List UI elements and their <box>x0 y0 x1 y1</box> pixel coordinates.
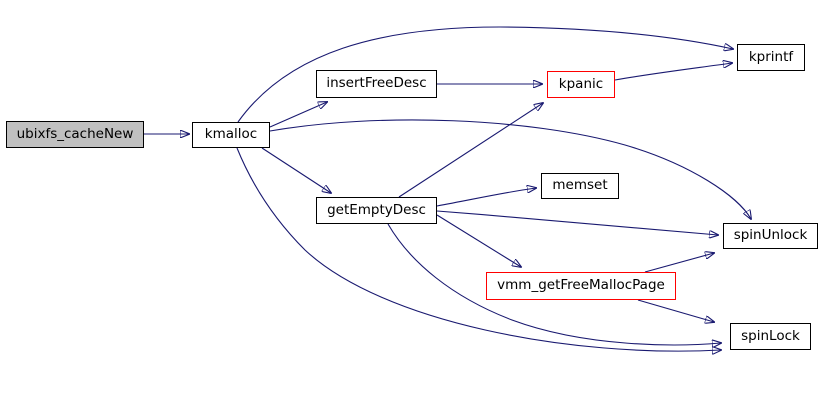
edge-kmalloc-to-insertfreedesc <box>269 102 327 128</box>
node-kpanic[interactable]: kpanic <box>547 71 615 98</box>
edge-kmalloc-to-spinunlock <box>269 119 751 219</box>
edge-kmalloc-to-spinlock <box>236 147 721 351</box>
edge-getemptydesc-to-memset <box>436 188 536 207</box>
node-getemptydesc[interactable]: getEmptyDesc <box>316 197 437 224</box>
node-ubixfs-cachenew: ubixfs_cacheNew <box>6 121 144 148</box>
node-kprintf[interactable]: kprintf <box>737 44 805 71</box>
node-vmm-getfreemallocpage[interactable]: vmm_getFreeMallocPage <box>486 272 676 300</box>
edge-vmm-getfreemallocpage-to-spinlock <box>637 299 714 322</box>
edge-getemptydesc-to-vmm-getfreemallocpage <box>436 214 521 267</box>
node-spinunlock[interactable]: spinUnlock <box>723 223 818 249</box>
edge-getemptydesc-to-spinlock <box>387 223 721 345</box>
edge-kpanic-to-kprintf <box>614 63 732 81</box>
node-memset[interactable]: memset <box>541 173 619 199</box>
node-insertfreedesc[interactable]: insertFreeDesc <box>316 70 437 98</box>
edge-getemptydesc-to-spinunlock <box>436 210 718 235</box>
node-spinlock[interactable]: spinLock <box>730 323 811 350</box>
edge-getemptydesc-to-kpanic <box>398 103 543 198</box>
edge-kmalloc-to-getemptydesc <box>261 147 331 193</box>
edge-vmm-getfreemallocpage-to-spinunlock <box>644 253 714 273</box>
node-kmalloc[interactable]: kmalloc <box>192 122 270 148</box>
edge-kmalloc-to-kprintf <box>237 26 733 123</box>
